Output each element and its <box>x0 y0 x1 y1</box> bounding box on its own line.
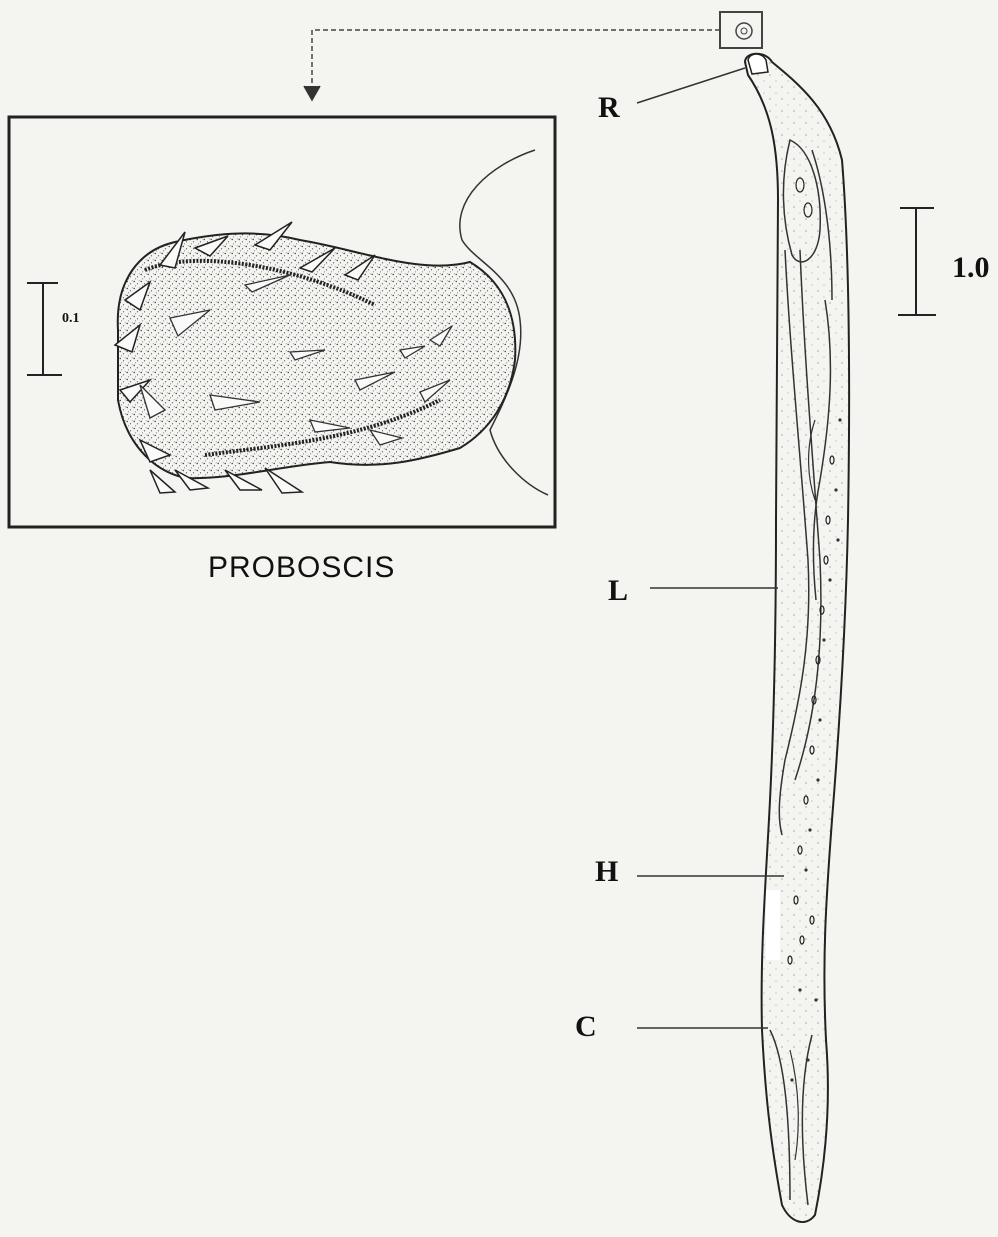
worm-scale-bar <box>898 208 936 315</box>
inset-scale-label: 0.1 <box>62 312 80 326</box>
connector-arrow <box>304 12 762 100</box>
label-r: R <box>598 93 620 123</box>
worm-drawing <box>745 54 849 1222</box>
worm-scale-label: 1.0 <box>952 253 990 283</box>
inset-scale-bar <box>27 283 62 375</box>
leader-lines <box>637 68 784 1028</box>
proboscis-drawing <box>115 150 548 495</box>
label-l: L <box>608 576 628 606</box>
label-c: C <box>575 1012 597 1042</box>
label-h: H <box>595 857 618 887</box>
inset-caption: PROBOSCIS <box>208 553 395 583</box>
